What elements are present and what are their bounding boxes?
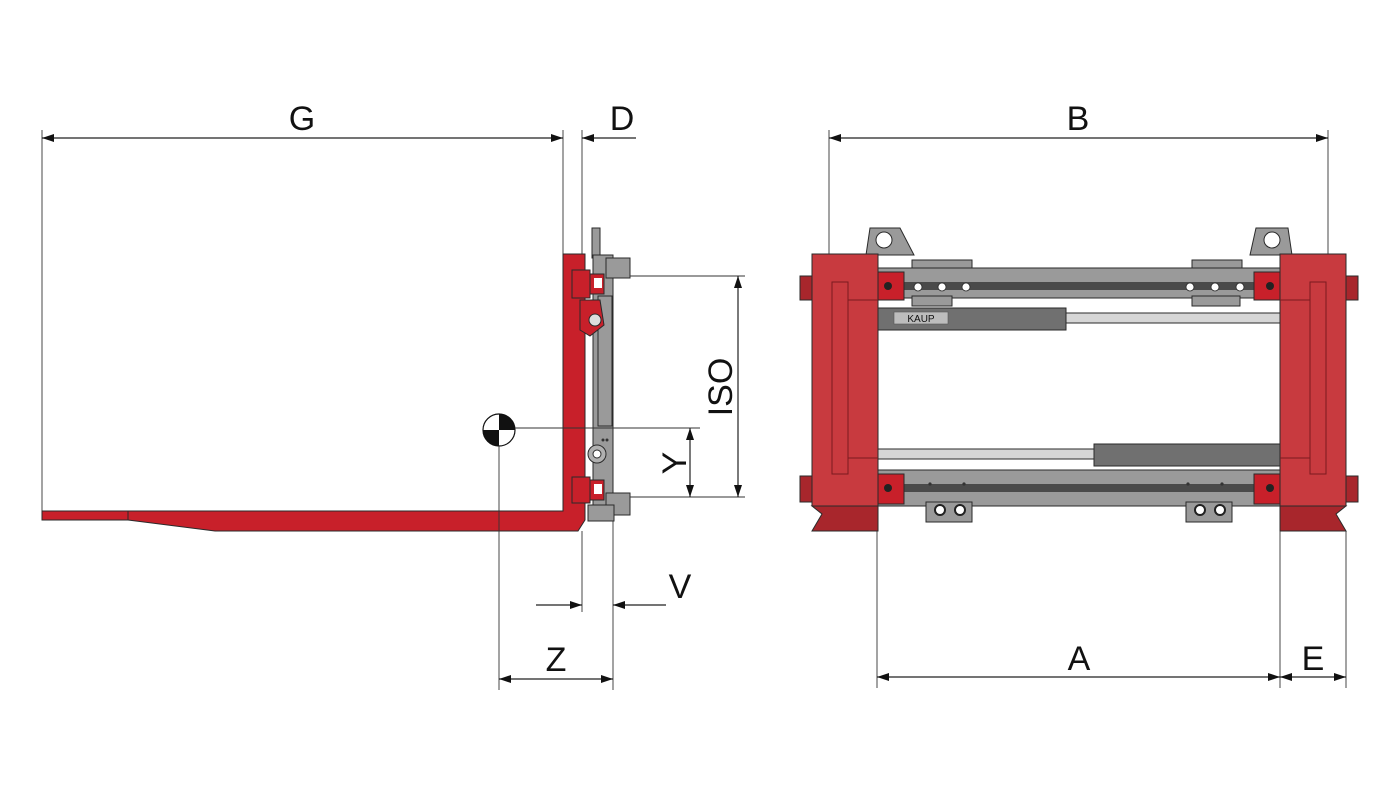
center-of-gravity-icon [482, 413, 516, 447]
dim-label-b: B [1067, 100, 1090, 138]
dim-label-g: G [289, 100, 315, 138]
bottom-bracket-right [1185, 501, 1233, 523]
dim-label-a: A [1068, 640, 1091, 678]
fork-hooks [571, 269, 605, 504]
fork-side [41, 253, 586, 532]
dim-label-e: E [1302, 640, 1325, 678]
dim-label-y: Y [656, 452, 694, 475]
lower-cylinder [875, 443, 1283, 467]
bottom-bracket-left [925, 501, 973, 523]
front-view: KAUP [799, 100, 1359, 688]
left-clamp-arm [799, 253, 879, 532]
side-view: G D ISO Y V Z [41, 100, 745, 690]
dim-label-z: Z [546, 641, 567, 679]
lifting-eyes [865, 227, 1293, 256]
svg-text:KAUP: KAUP [907, 314, 935, 325]
upper-cylinder: KAUP [877, 307, 1285, 331]
top-bar-holes [913, 282, 1245, 292]
dim-label-iso: ISO [702, 358, 740, 417]
dim-label-v: V [669, 568, 692, 606]
kaup-logo: KAUP [893, 311, 949, 325]
right-clamp-arm [1279, 253, 1359, 532]
dim-label-d: D [610, 100, 635, 138]
carriage-plate [587, 227, 631, 522]
guide-blocks [875, 271, 1283, 505]
